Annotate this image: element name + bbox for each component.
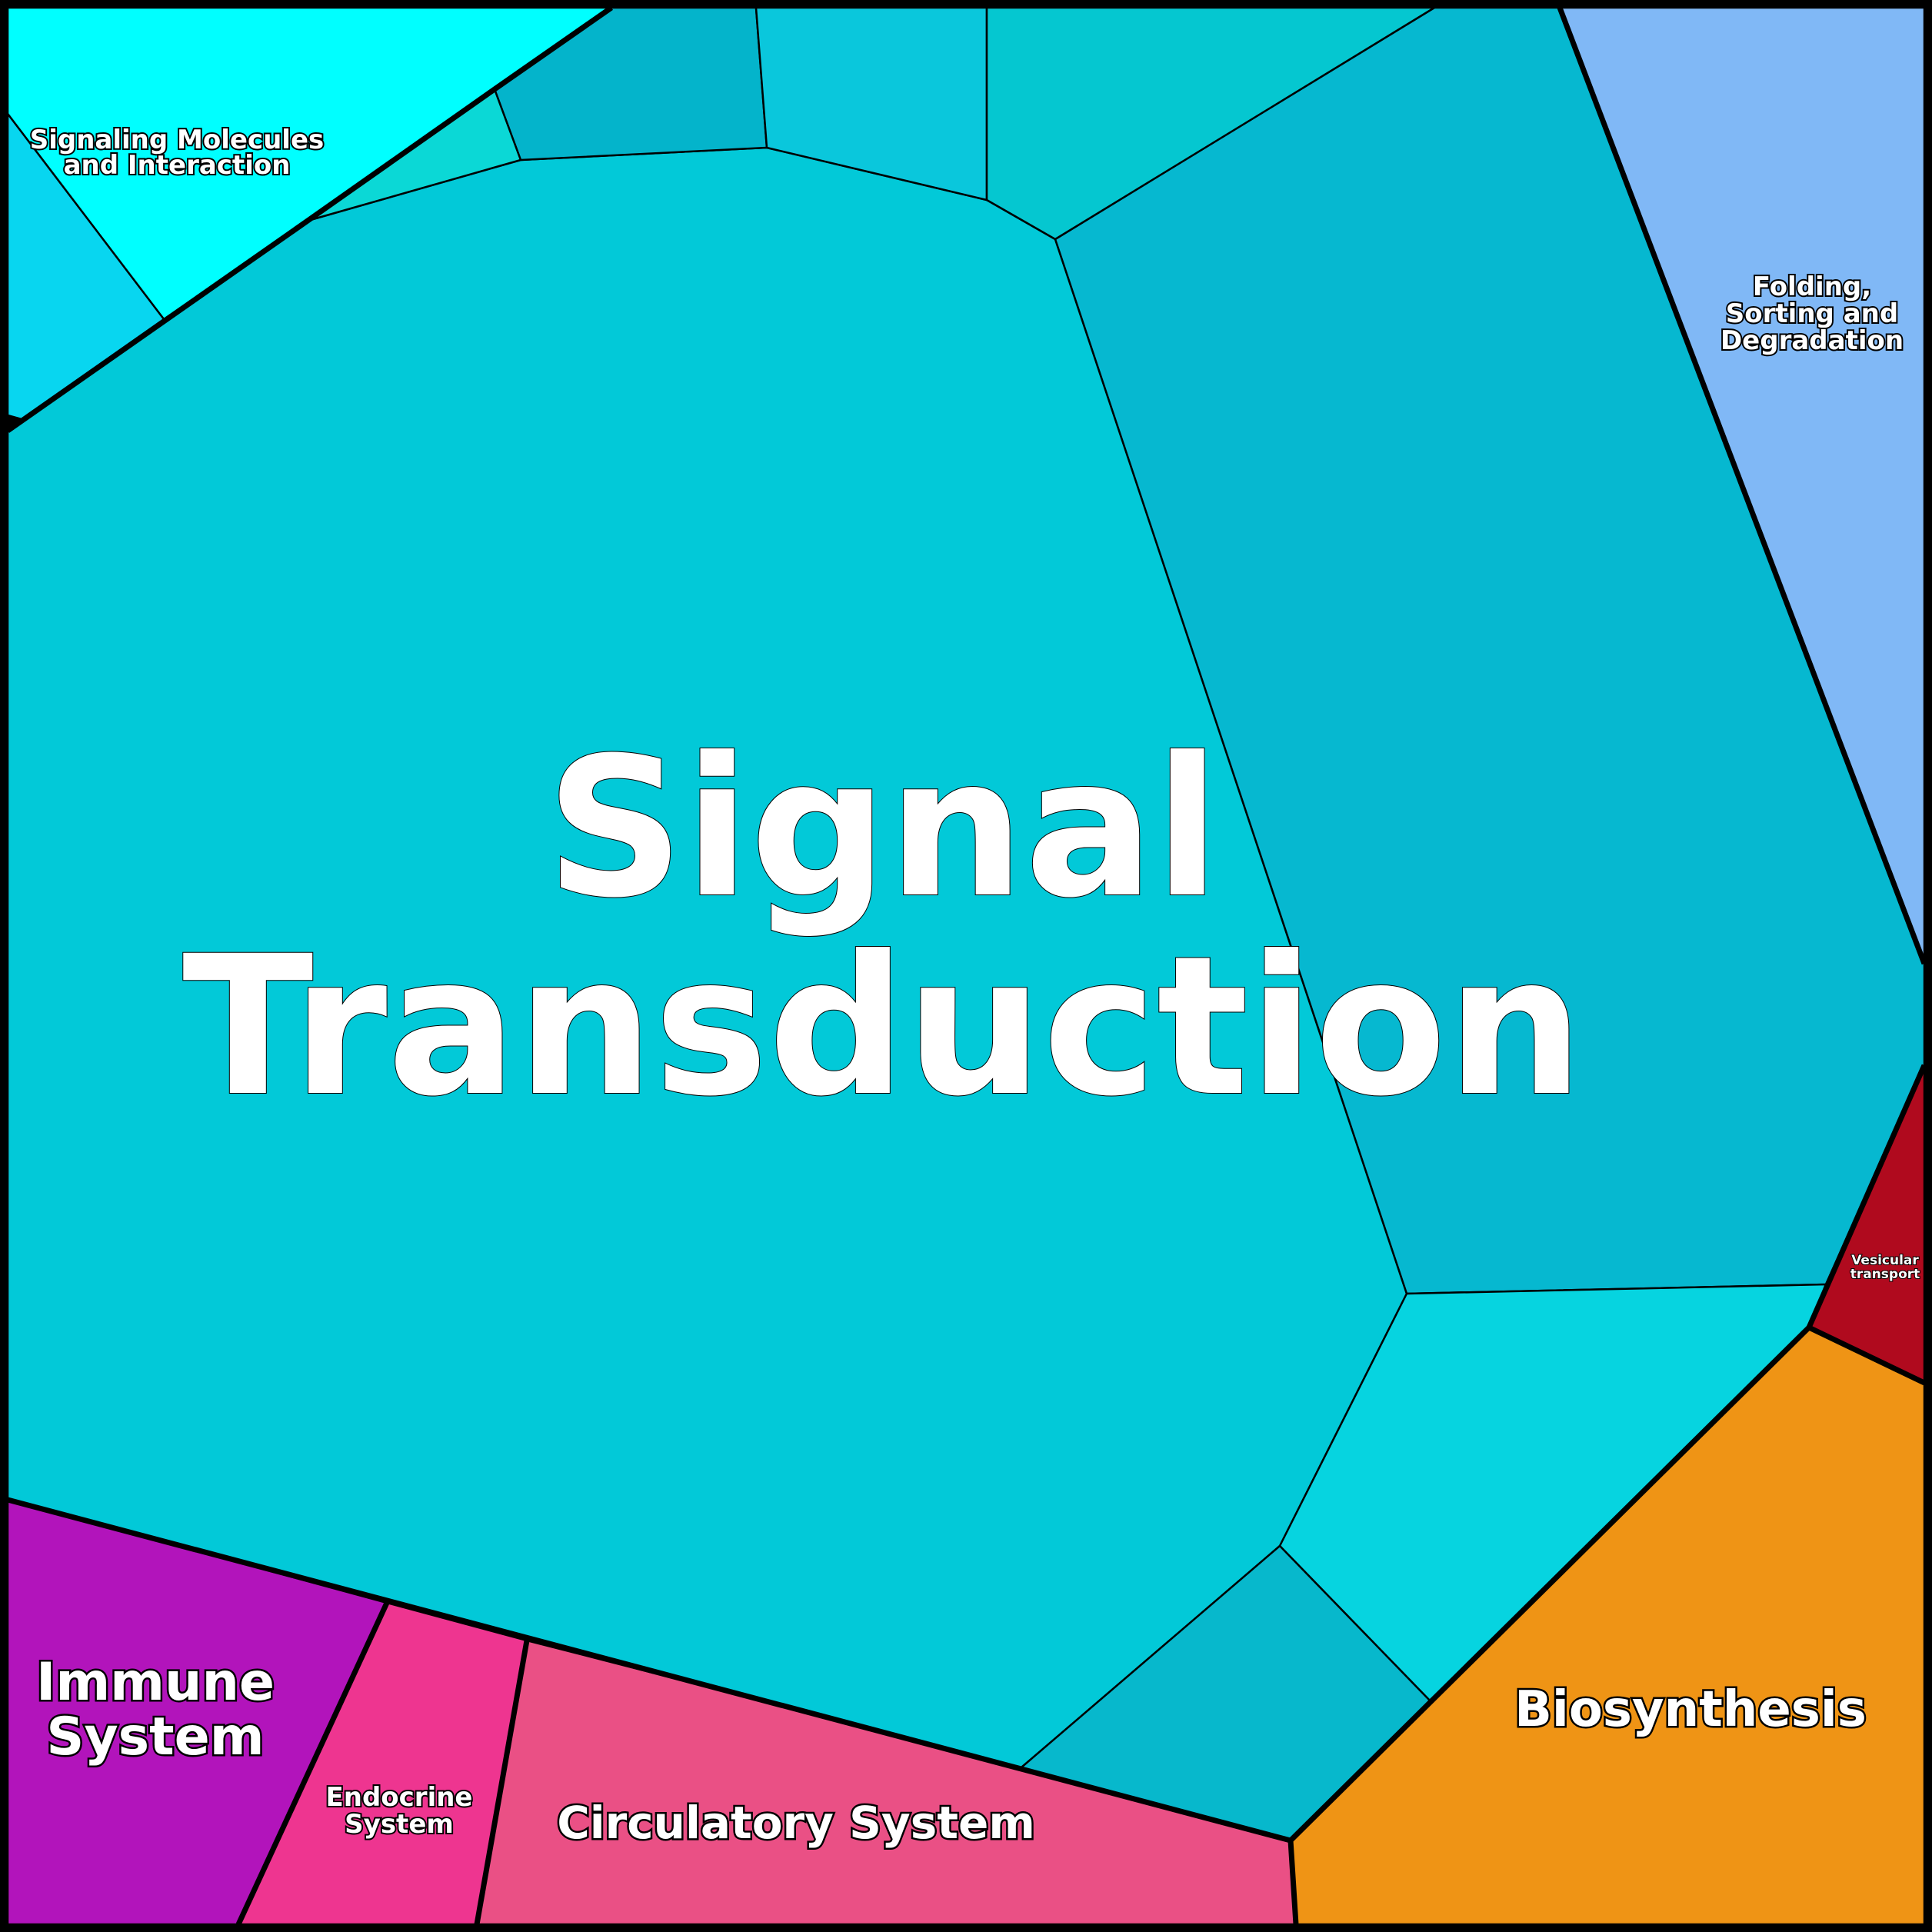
label-folding-sorting-line: Folding, <box>1753 271 1871 302</box>
label-biosynthesis-line: Biosynthesis <box>1514 1681 1867 1738</box>
group-border-2 <box>1557 6 1927 965</box>
label-immune-system-line: System <box>46 1707 264 1767</box>
label-folding-sorting-line: Degradation <box>1720 325 1904 356</box>
label-signaling-molecules-line: Signaling Molecules <box>30 125 325 155</box>
label-vesicular-transport-line: transport <box>1850 1267 1920 1282</box>
group-border-7 <box>474 1640 530 1925</box>
label-circulatory-system: Circulatory System <box>557 1797 1035 1849</box>
label-circulatory-system-line: Circulatory System <box>557 1797 1035 1849</box>
label-signal-transduction-line: Signal <box>545 716 1220 940</box>
label-biosynthesis: Biosynthesis <box>1514 1681 1867 1738</box>
label-vesicular-transport-line: Vesicular <box>1851 1253 1919 1268</box>
label-endocrine-system-line: Endocrine <box>326 1782 473 1813</box>
label-signaling-molecules-line: and Interaction <box>64 150 291 181</box>
group-border-5 <box>7 1497 1291 1844</box>
label-immune-system-line: Immune <box>36 1652 275 1713</box>
group-border-1 <box>5 5 614 433</box>
cells-layer <box>6 6 1926 1926</box>
label-endocrine-system-line: System <box>345 1809 454 1840</box>
label-folding-sorting-line: Sorting and <box>1726 298 1898 329</box>
label-signal-transduction-line: Transduction <box>182 914 1584 1138</box>
group-border-6 <box>235 1601 390 1926</box>
